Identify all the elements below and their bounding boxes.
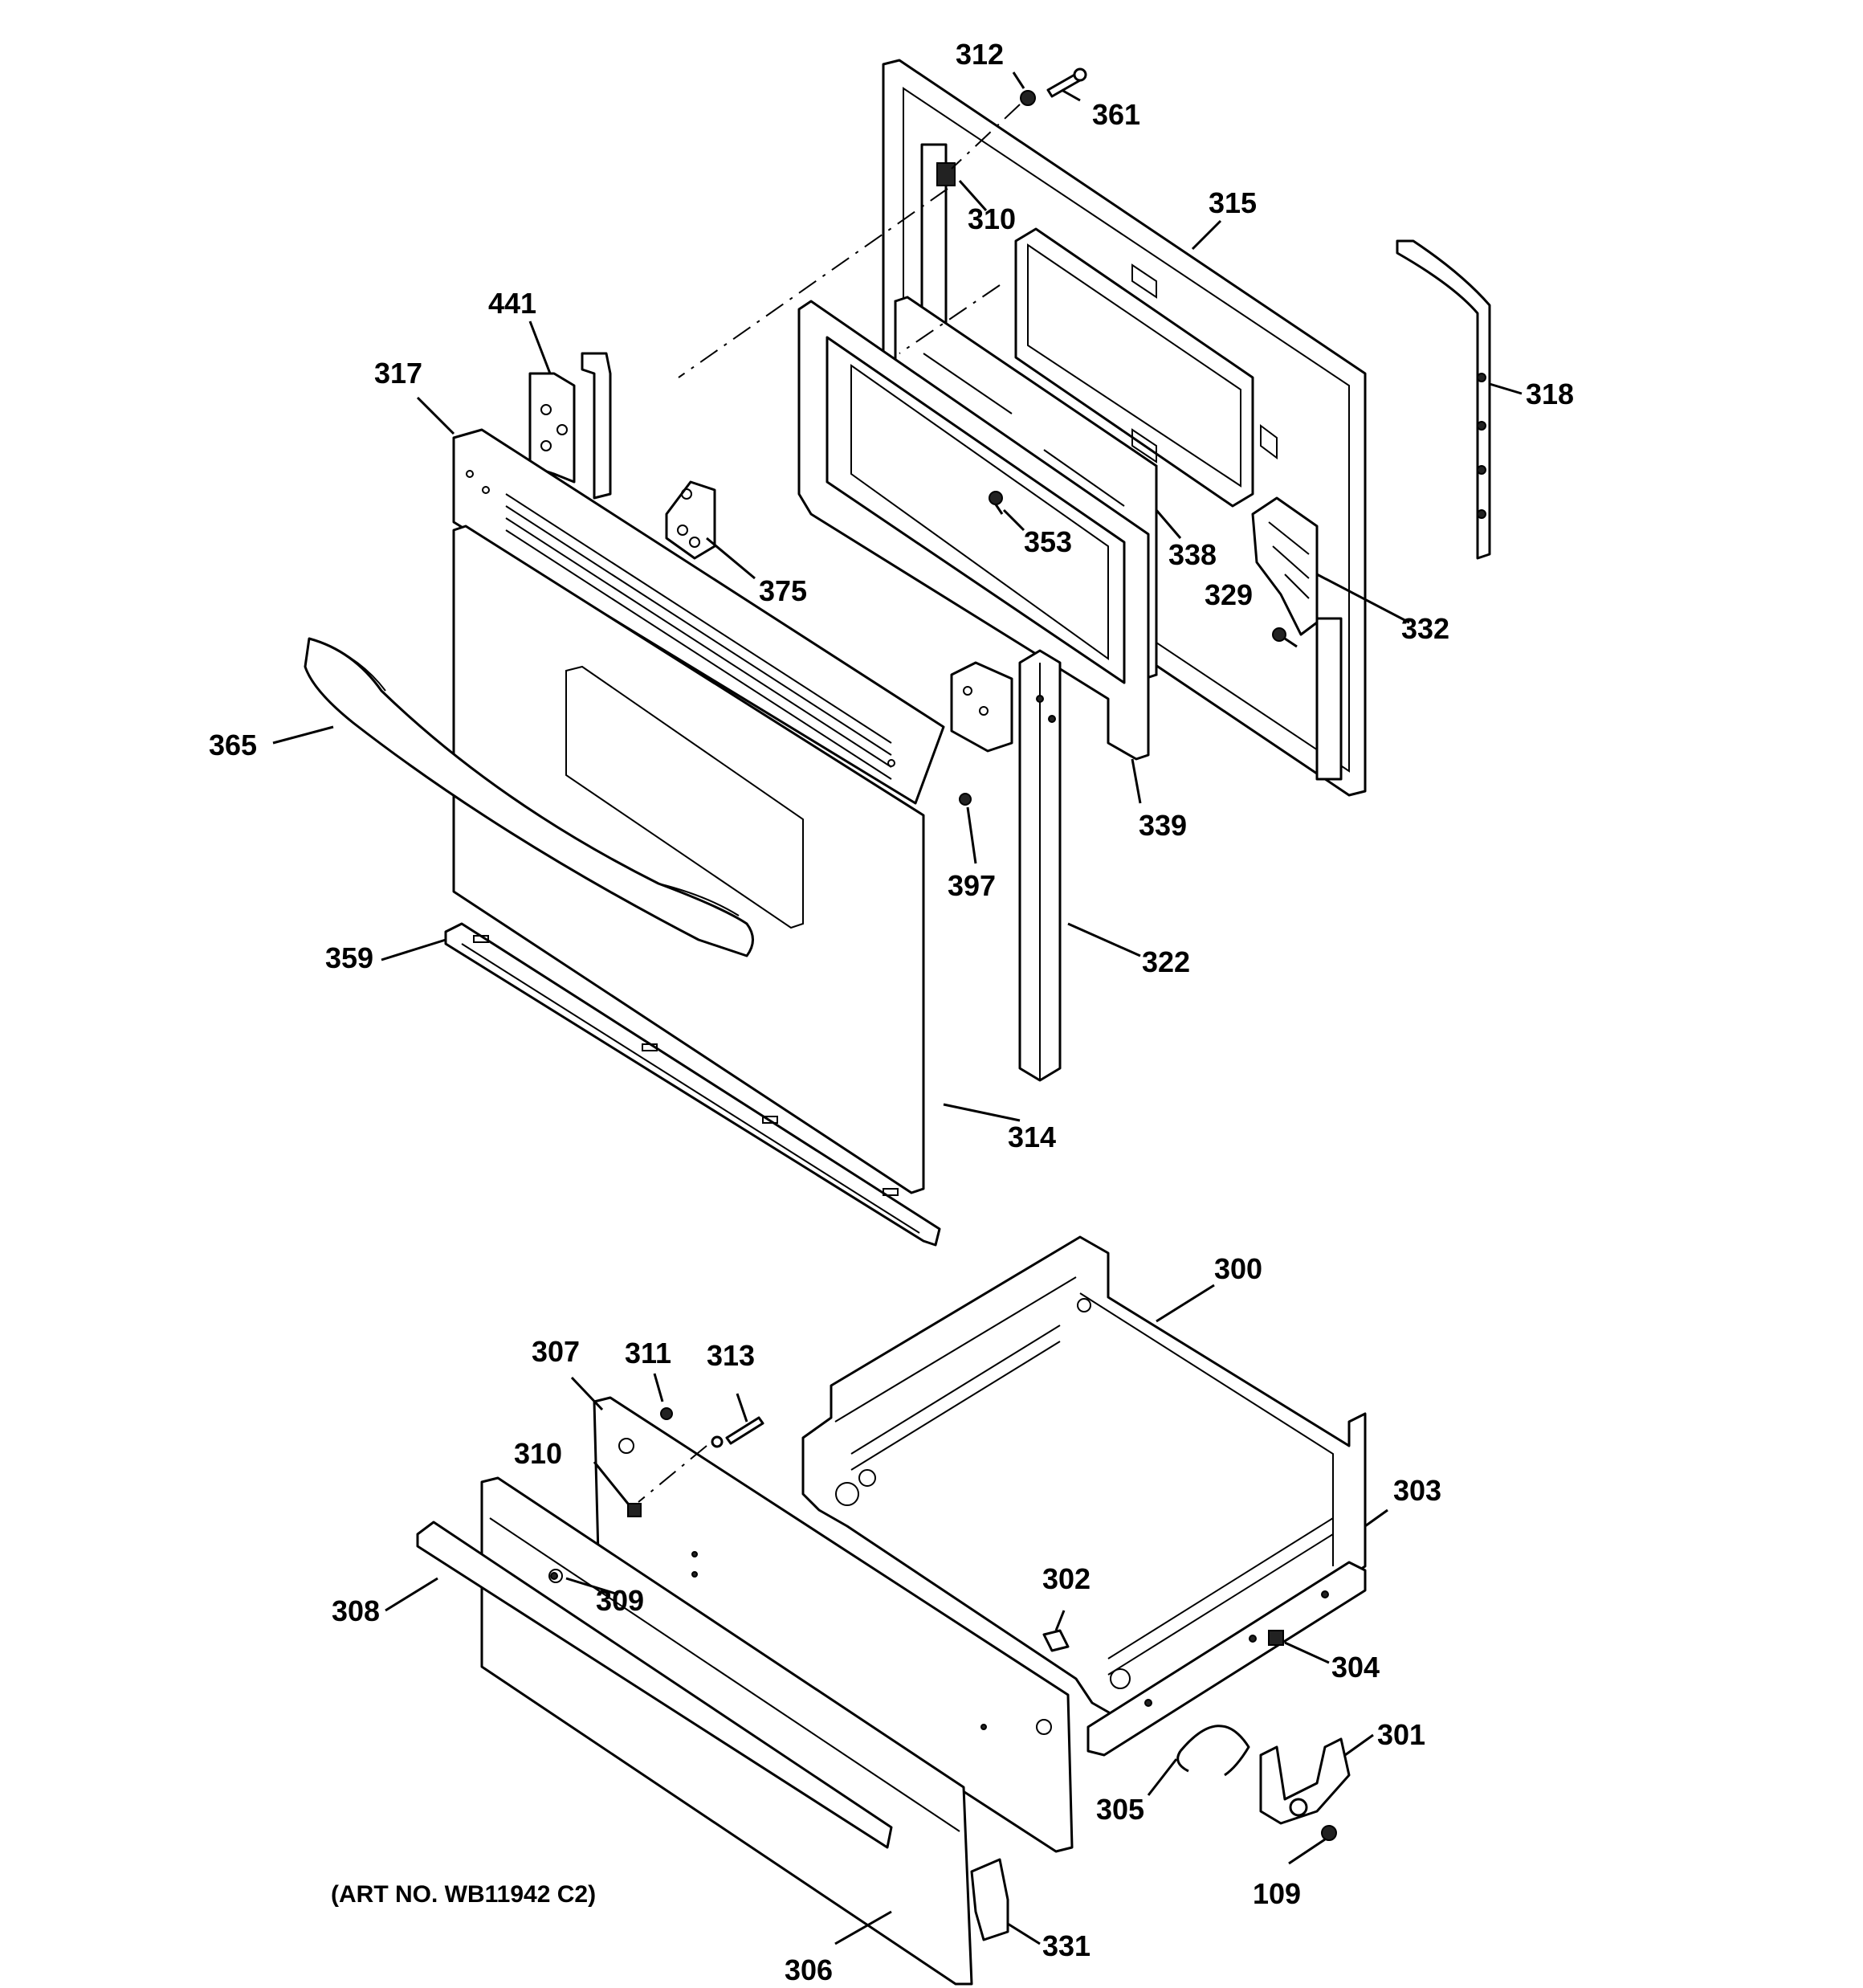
callout-359: 359 <box>325 941 373 974</box>
door-handle-365 <box>304 637 754 957</box>
vent-trim-317 <box>452 428 945 805</box>
insulation-block-332 <box>1251 496 1319 636</box>
nut-311 <box>660 1407 673 1420</box>
callout-labels: 312 361 310 315 318 441 317 375 353 338 … <box>209 38 1574 1986</box>
bracket-375 <box>665 480 716 560</box>
nut-312 <box>1020 90 1036 106</box>
callout-308: 308 <box>332 1594 380 1627</box>
handle-trim-308 <box>416 1521 893 1849</box>
callout-397: 397 <box>948 869 996 902</box>
drawer-rail-303 <box>1086 1561 1367 1757</box>
callout-312: 312 <box>956 38 1004 71</box>
callout-313: 313 <box>707 1339 755 1372</box>
callout-302: 302 <box>1042 1562 1090 1595</box>
outer-door-panel-314 <box>452 525 925 1194</box>
bracket-301 <box>1259 1737 1351 1825</box>
hinge-bracket-441 <box>528 352 612 500</box>
door-gasket-318 <box>1396 239 1491 560</box>
callout-303: 303 <box>1393 1474 1441 1507</box>
callout-318: 318 <box>1526 378 1574 410</box>
pin-302 <box>1042 1629 1070 1652</box>
callout-322: 322 <box>1142 945 1190 978</box>
hinge-bracket-lower <box>950 661 1013 753</box>
side-trim-322 <box>1018 649 1062 1082</box>
art-number: (ART NO. WB11942 C2) <box>331 1881 596 1908</box>
callout-307: 307 <box>532 1335 580 1368</box>
callout-329: 329 <box>1205 578 1253 611</box>
callout-301: 301 <box>1377 1718 1425 1751</box>
callout-315: 315 <box>1209 186 1257 219</box>
standoff-310-upper <box>936 162 956 186</box>
callout-441: 441 <box>488 287 536 320</box>
callout-317: 317 <box>374 357 422 390</box>
callout-311: 311 <box>625 1337 671 1370</box>
callout-375: 375 <box>759 574 807 607</box>
callout-304: 304 <box>1331 1651 1380 1684</box>
spring-clip-305 <box>1176 1725 1250 1777</box>
inner-door-frame-339 <box>797 300 1150 761</box>
screw-361 <box>1046 67 1087 98</box>
callout-306: 306 <box>785 1953 833 1986</box>
callout-339: 339 <box>1139 809 1187 842</box>
drawer-body-300 <box>801 1235 1367 1721</box>
bottom-trim-359 <box>444 922 941 1247</box>
callout-310-upper: 310 <box>968 202 1016 235</box>
callout-310-lower: 310 <box>514 1437 562 1470</box>
callout-365: 365 <box>209 729 257 761</box>
callout-353: 353 <box>1024 525 1072 558</box>
leader-lines <box>272 71 1523 1945</box>
screw-397 <box>959 793 972 806</box>
screw-329 <box>1272 627 1298 648</box>
nut-109 <box>1321 1825 1337 1841</box>
callout-300: 300 <box>1214 1252 1262 1285</box>
callout-109: 109 <box>1253 1877 1301 1910</box>
screw-353 <box>989 491 1004 515</box>
callout-331: 331 <box>1042 1929 1090 1962</box>
callout-305: 305 <box>1096 1793 1144 1826</box>
callout-338: 338 <box>1168 538 1217 571</box>
screw-313 <box>711 1416 764 1448</box>
bracket-331 <box>970 1858 1009 1941</box>
callout-361: 361 <box>1092 98 1140 131</box>
callout-314: 314 <box>1008 1121 1056 1153</box>
callout-332: 332 <box>1401 612 1449 645</box>
nut-309 <box>550 1572 558 1580</box>
inner-door-liner-315 <box>882 59 1367 797</box>
clip-304 <box>1268 1630 1284 1646</box>
standoff-310-lower <box>627 1503 642 1517</box>
callout-309: 309 <box>596 1584 644 1617</box>
